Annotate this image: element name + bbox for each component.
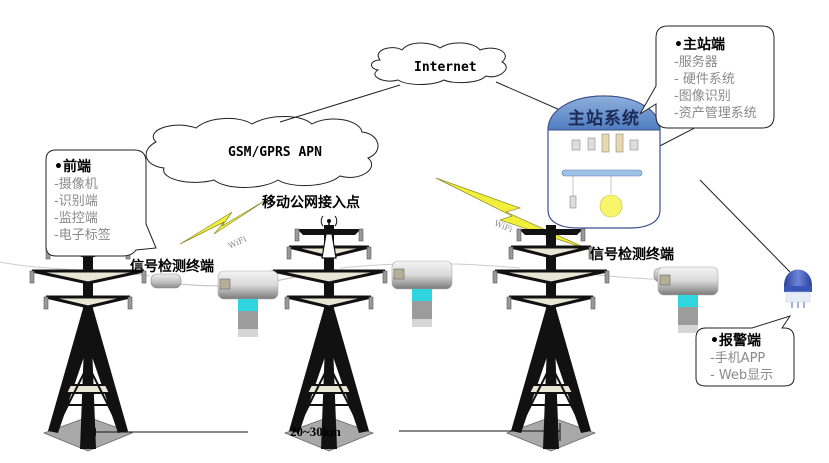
server-icon	[615, 133, 624, 153]
distance-label: 20~30km	[290, 424, 341, 439]
front-end-item: -电子标签	[54, 228, 111, 243]
power-tower-middle	[269, 223, 389, 453]
master-station-title: 主站系统	[568, 109, 640, 129]
front-end-title: •前端	[54, 159, 91, 175]
alarm-beacon-icon	[784, 269, 812, 308]
device-icon	[569, 195, 577, 209]
alarm-end-callout: •报警端 -手机APP - Web显示	[710, 330, 773, 384]
mobile-access-point-label: 移动公网接入点	[262, 195, 360, 211]
master-station-panel	[547, 95, 661, 229]
signal-terminal-small-left	[150, 273, 182, 289]
internet-cloud	[371, 42, 507, 85]
master-end-item: -资产管理系统	[674, 106, 757, 121]
power-tower-left	[28, 223, 148, 453]
network-bus	[561, 169, 643, 177]
gateway-circle	[599, 194, 623, 218]
master-end-item: - 硬件系统	[674, 72, 735, 87]
line-sensor-2	[385, 260, 459, 328]
alarm-end-title: •报警端	[710, 333, 761, 349]
alarm-end-item: -手机APP	[710, 351, 766, 366]
gsm-cloud	[145, 116, 379, 188]
alarm-end-item: - Web显示	[710, 368, 774, 383]
laptop-icon	[571, 139, 581, 151]
wifi-bolt-left	[179, 199, 267, 245]
master-end-callout: •主站端 -服务器 - 硬件系统 -图像识别 -资产管理系统	[674, 34, 757, 122]
pc-icon	[587, 137, 596, 151]
internet-label: Internet	[414, 60, 477, 75]
front-end-callout: •前端 -摄像机 -识别端 -监控端 -电子标签	[54, 156, 111, 244]
signal-terminal-label-right: 信号检测终端	[590, 247, 674, 263]
front-end-item: -监控端	[54, 211, 98, 226]
master-end-title: •主站端	[674, 37, 725, 53]
master-end-callout-shape	[639, 25, 775, 129]
master-end-item: -服务器	[674, 55, 718, 70]
front-end-item: -摄像机	[54, 177, 98, 192]
front-end-item: -识别端	[54, 194, 98, 209]
alarm-end-callout-shape	[695, 315, 795, 387]
line-sensor-3	[651, 266, 725, 334]
antenna-icon	[320, 215, 338, 259]
master-end-item: -图像识别	[674, 89, 731, 104]
gsm-gprs-apn-label: GSM/GPRS APN	[228, 145, 322, 160]
front-end-callout-shape	[45, 149, 157, 257]
printer-icon	[629, 139, 639, 151]
line-sensor-1	[211, 270, 285, 338]
server-icon	[601, 133, 610, 153]
signal-terminal-label-left: 信号检测终端	[130, 259, 214, 275]
